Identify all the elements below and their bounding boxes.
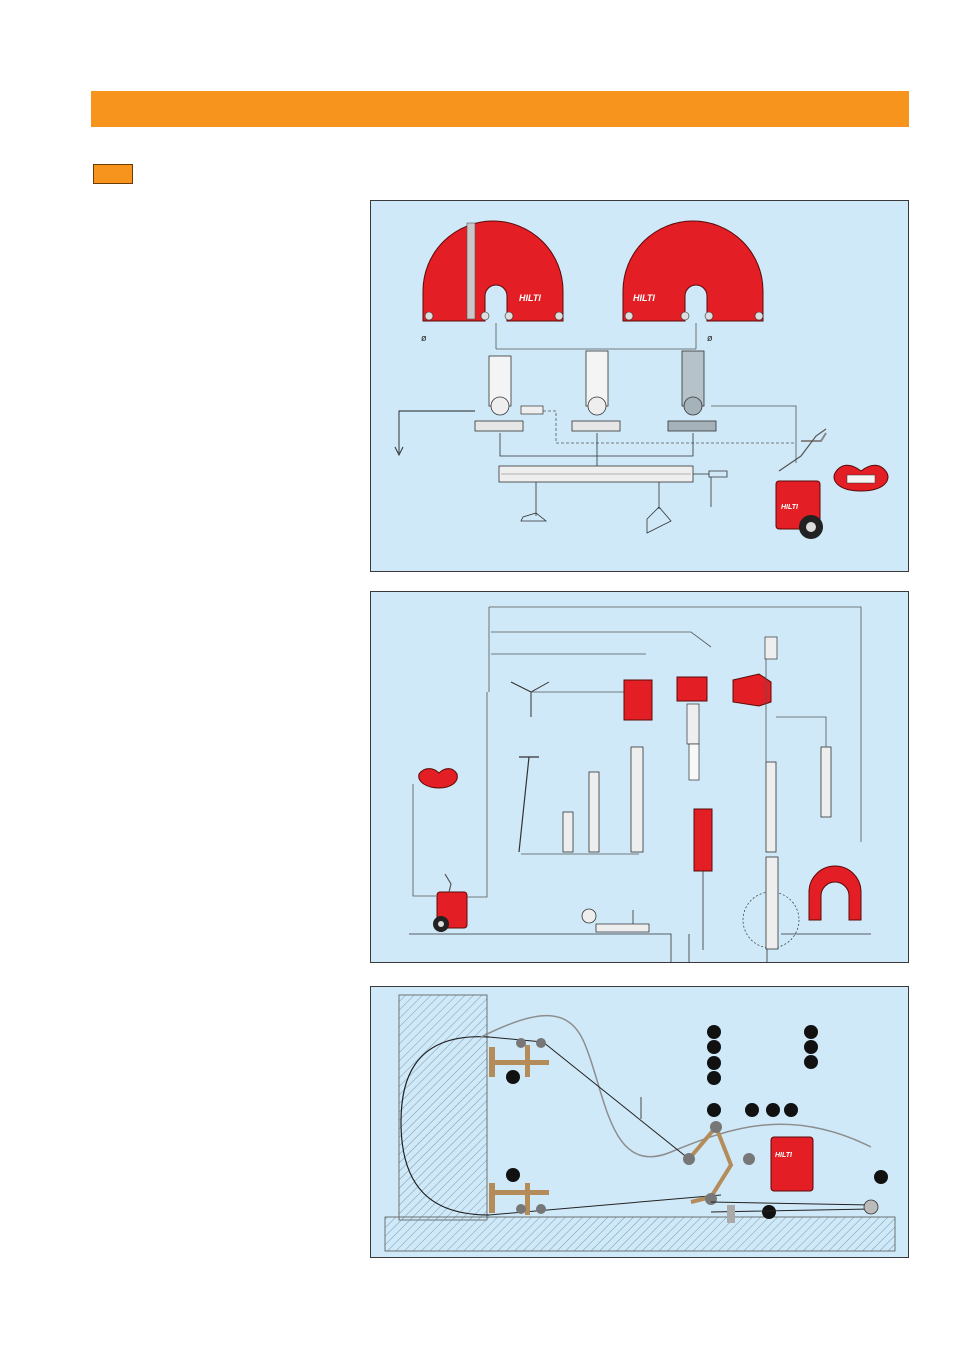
pulley-holder-bottom-icon	[489, 1183, 549, 1215]
track-rail-icon	[499, 433, 693, 482]
column-rail-1-icon	[631, 747, 643, 852]
coring-frame-icon	[809, 866, 861, 920]
blade-guard-right-icon: HILTI	[623, 221, 763, 321]
adapter-icon	[521, 406, 543, 414]
diameter-symbol-right: ø	[707, 333, 713, 343]
column-rail-3-icon	[563, 812, 573, 852]
column-rail-5-icon	[821, 747, 831, 817]
core-bit-icon	[694, 809, 712, 871]
diameter-symbol-left: ø	[421, 333, 427, 343]
power-pack-2-icon	[433, 692, 487, 932]
blade-guard-left-icon: HILTI	[423, 221, 563, 321]
diagram-panel-core-drill	[370, 591, 909, 963]
svg-text:HILTI: HILTI	[781, 504, 799, 511]
bracket-right-icon	[647, 482, 671, 533]
bracket-left-icon	[521, 482, 546, 521]
power-pack-icon: HILTI	[776, 429, 826, 539]
column-rail-4-icon	[766, 762, 776, 852]
motor-unit-icon	[624, 680, 652, 720]
saw-head-3-icon	[668, 351, 716, 431]
remote-control-icon	[834, 465, 888, 491]
tripod-icon	[511, 682, 549, 717]
diagram-panel-wire-saw: HILTI	[370, 986, 909, 1258]
section-header-bar	[91, 91, 909, 127]
column-rail-2-icon	[589, 772, 599, 852]
diagram-panel-wall-saw: HILTI ø HILTI ø	[370, 200, 909, 572]
concrete-wall	[399, 995, 487, 1220]
svg-text:HILTI: HILTI	[519, 293, 541, 303]
anchor-bolt-icon	[693, 471, 727, 507]
drill-head-icon	[733, 674, 771, 706]
concrete-floor	[385, 1217, 895, 1251]
svg-text:HILTI: HILTI	[633, 293, 655, 303]
remote-control-2-icon	[419, 769, 458, 788]
drill-motor-icon	[677, 677, 707, 701]
pulley-holder-top-icon	[489, 1038, 549, 1077]
section-tag	[93, 164, 133, 184]
saw-head-1-icon	[475, 356, 523, 431]
svg-text:HILTI: HILTI	[775, 1152, 793, 1159]
saw-head-2-icon	[572, 351, 620, 431]
callout-markers	[506, 1025, 888, 1219]
drill-stand-base-icon	[582, 909, 649, 932]
